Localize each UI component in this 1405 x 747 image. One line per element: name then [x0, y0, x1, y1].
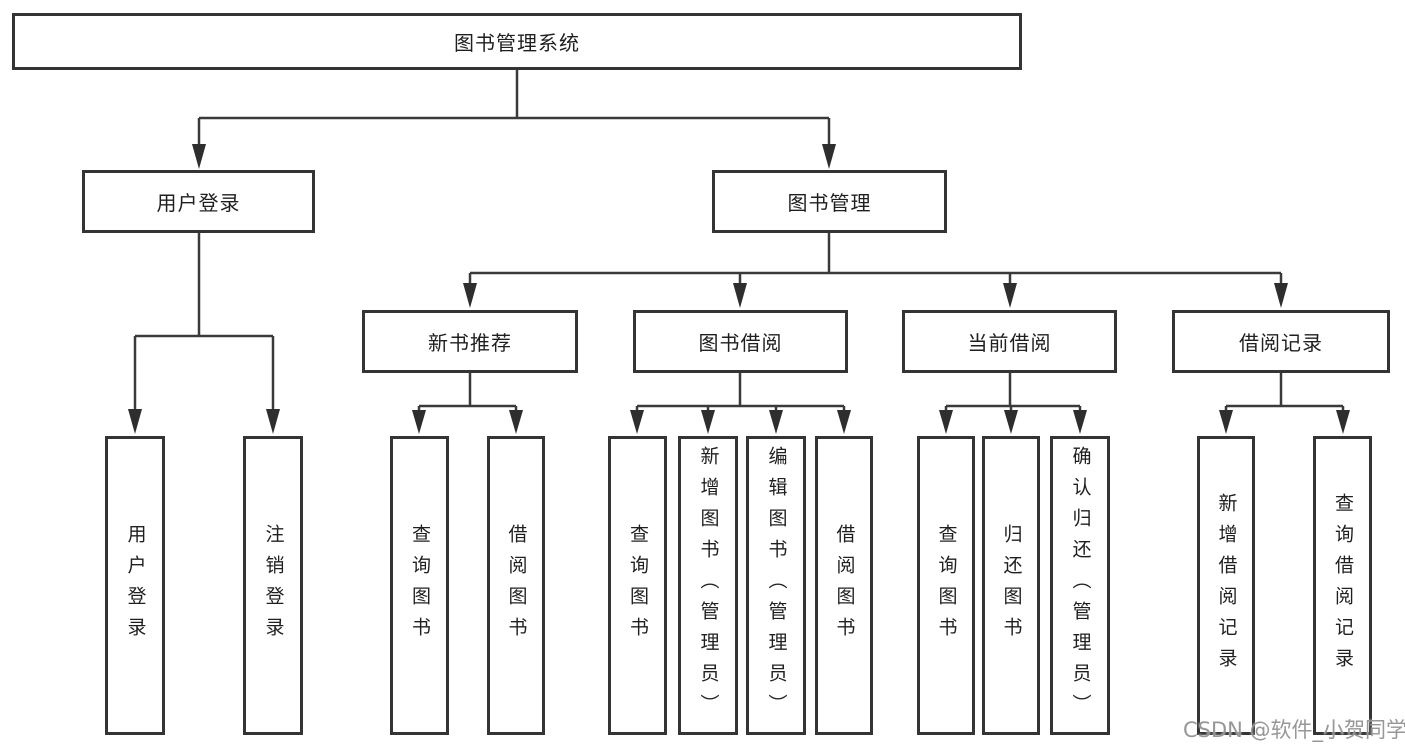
leaf-borrow-books: 借阅图书: [815, 436, 873, 735]
node-borrow-records: 借阅记录: [1172, 310, 1390, 373]
connector-borrow-records-to-leaves: [1219, 373, 1350, 434]
leaf-query-books-borrow: 查询图书: [608, 436, 667, 735]
leaf-logout: 注销登录: [243, 436, 303, 735]
node-book-borrow: 图书借阅: [633, 310, 848, 373]
csdn-watermark: CSDN @软件_小贺同学: [1183, 718, 1405, 742]
leaf-query-books-current: 查询图书: [917, 436, 975, 735]
leaf-confirm-return-admin: 确认归还（管理员）: [1050, 436, 1110, 735]
leaf-add-borrow-record: 新增借阅记录: [1197, 436, 1255, 735]
leaf-edit-books-admin: 编辑图书（管理员）: [746, 436, 806, 735]
connector-book-borrow-to-leaves: [630, 373, 851, 434]
leaf-return-books: 归还图书: [982, 436, 1040, 735]
connector-current-borrow-to-leaves: [939, 373, 1087, 434]
connector-root-to-level2: [192, 70, 836, 169]
node-book-management: 图书管理: [712, 170, 947, 233]
connector-new-book-to-leaves: [412, 373, 523, 434]
node-library-management-system: 图书管理系统: [12, 13, 1022, 70]
connector-book-mgmt-to-level3: [463, 233, 1288, 308]
leaf-query-borrow-record: 查询借阅记录: [1313, 436, 1372, 735]
connector-user-login-to-leaves: [128, 233, 280, 434]
node-current-borrow: 当前借阅: [902, 310, 1117, 373]
node-new-book-recommend: 新书推荐: [362, 310, 578, 373]
leaf-add-books-admin: 新增图书（管理员）: [678, 436, 738, 735]
leaf-borrow-books-recommend: 借阅图书: [487, 436, 545, 735]
leaf-user-login: 用户登录: [105, 436, 165, 735]
leaf-query-books-recommend: 查询图书: [390, 436, 449, 735]
node-user-login: 用户登录: [82, 170, 315, 233]
